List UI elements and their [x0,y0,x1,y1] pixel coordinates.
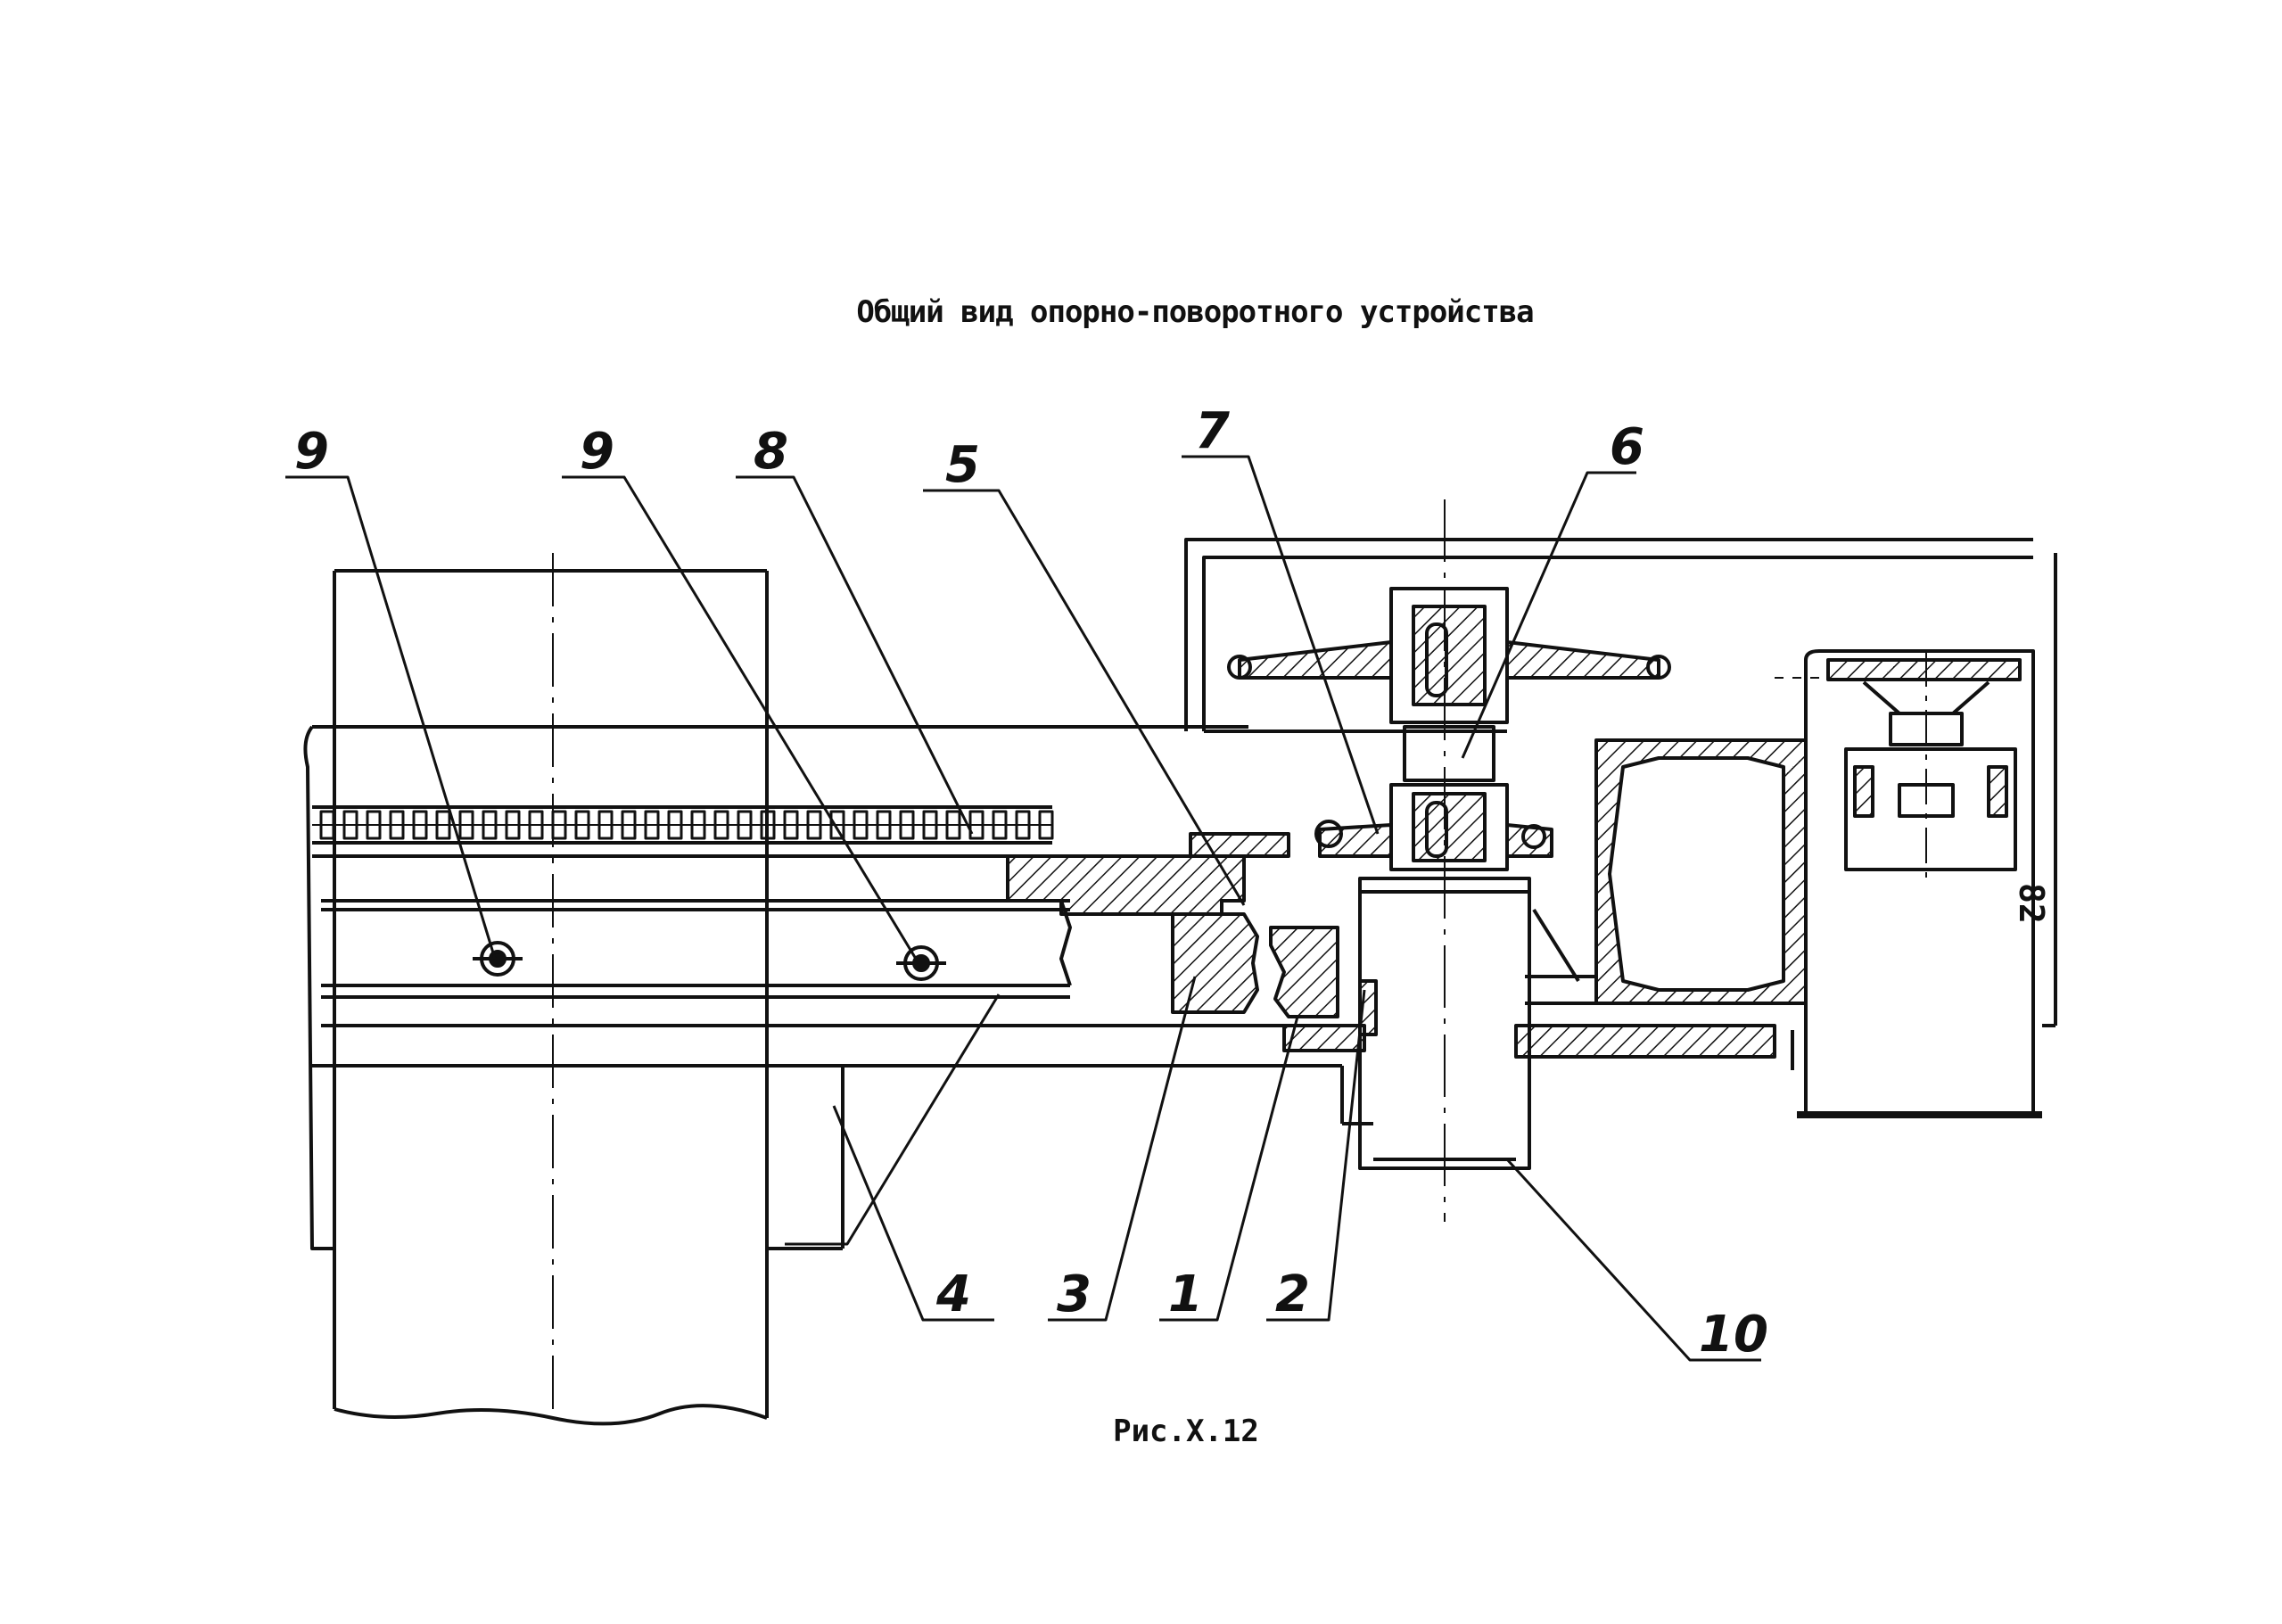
worm-gear-assembly [1227,499,1671,1222]
callout-8: 8 [754,423,788,481]
support-column [333,553,769,1426]
rack-tooth [945,810,961,840]
callout-labels: 9 9 8 5 7 6 4 3 1 2 10 [294,402,1768,1364]
rack-tooth [342,810,358,840]
rack-tooth [621,810,637,840]
rack-tooth [713,810,729,840]
rack-tooth [551,810,567,840]
brake-housing [1775,649,2055,1118]
slewing-ring [1006,832,1378,1052]
rack-tooth [389,810,405,840]
rack-tooth [644,810,660,840]
rack-tooth [366,810,382,840]
rack-tooth [968,810,984,840]
rack-tooth [319,810,335,840]
rack-tooth [690,810,706,840]
rack-tooth [1015,810,1031,840]
rack-tooth [435,810,451,840]
upper-housing [1184,538,2057,1026]
bolt-right [896,945,946,981]
callout-9-right: 9 [580,423,614,481]
callout-5: 5 [945,436,980,494]
rack-tooth [760,810,776,840]
rack-tooth [783,810,799,840]
rack-tooth [899,810,915,840]
rack-tooth [806,810,822,840]
rack-tooth [458,810,474,840]
box-girder [1514,738,1808,1070]
rack-tooth [412,810,428,840]
callout-4: 4 [935,1265,971,1323]
drawing-title: Общий вид опорно-поворотного устройства [856,294,1534,330]
rack-tooth [597,810,614,840]
rack-tooth [992,810,1008,840]
channel-beam [312,854,1293,1027]
rack-tooth [528,810,544,840]
callout-9-left: 9 [294,423,329,481]
rack-tooth [505,810,521,840]
leader-lines [285,455,1761,1362]
callout-1: 1 [1168,1265,1203,1323]
callout-10: 10 [1699,1306,1768,1364]
rack-tooth [482,810,498,840]
rack-tooth [876,810,892,840]
rack-tooth [667,810,683,840]
rack-tooth [574,810,590,840]
figure-caption: Рис.Х.12 [1113,1414,1259,1449]
callout-2: 2 [1275,1265,1310,1323]
rack-tooth [829,810,845,840]
page-number: 82 [2012,883,2051,924]
bolt-left [473,941,523,977]
callout-7: 7 [1195,402,1230,460]
gear-rack [312,805,1054,845]
rack-tooth [853,810,869,840]
rack-tooth [737,810,753,840]
callout-6: 6 [1610,418,1644,476]
callout-3: 3 [1057,1265,1092,1323]
rack-tooth [1038,810,1054,840]
rack-tooth [922,810,938,840]
